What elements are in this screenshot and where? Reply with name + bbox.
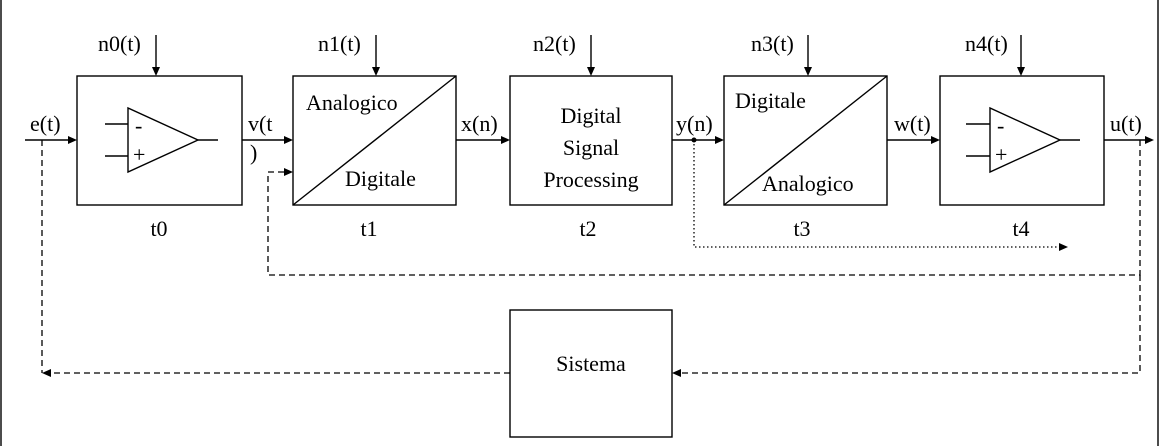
stage-label-t1: t1: [360, 216, 377, 241]
dac-diagonal: [723, 75, 888, 206]
feedback-to-system-arrow: [672, 275, 1141, 377]
stage-label-t2: t2: [579, 216, 596, 241]
adc-diagonal: [292, 75, 457, 206]
dsp-label-line1: Digital: [560, 103, 621, 128]
opamp-minus-sign: -: [997, 113, 1004, 138]
signal-v-label-cont: ): [250, 140, 257, 165]
signal-u-label: u(t): [1110, 111, 1142, 136]
dac-bottom-label: Analogico: [762, 171, 854, 196]
noise-n4-label: n4(t): [965, 31, 1008, 56]
system-block: [509, 309, 673, 438]
signal-x-arrow: [456, 136, 510, 144]
noise-n0-arrow: [152, 35, 160, 76]
noise-n2-label: n2(t): [533, 31, 576, 56]
opamp-plus-sign: +: [133, 142, 145, 167]
noise-n1-arrow: [372, 35, 380, 76]
system-label: Sistema: [556, 351, 626, 376]
stage-label-t3: t3: [793, 216, 810, 241]
adc-top-label: Analogico: [306, 90, 398, 115]
signal-x-label: x(n): [461, 111, 498, 136]
signal-v-label: v(t: [248, 111, 272, 136]
monitor-dotted-arrow: [693, 140, 1068, 251]
noise-n0-label: n0(t): [98, 31, 141, 56]
adc-bottom-label: Digitale: [345, 166, 416, 191]
noise-n1-label: n1(t): [318, 31, 361, 56]
noise-n2-arrow: [587, 35, 595, 76]
noise-n4-arrow: [1017, 35, 1025, 76]
dsp-block-t2: [509, 75, 673, 206]
dsp-label-line3: Processing: [543, 167, 638, 192]
system-to-input-arrow: [41, 140, 510, 377]
signal-w-label: w(t): [894, 111, 931, 136]
signal-e-label: e(t): [30, 111, 61, 136]
opamp-icon: [966, 106, 1080, 174]
noise-n3-label: n3(t): [751, 31, 794, 56]
signal-u-arrow: [1104, 136, 1154, 144]
opamp-plus-sign: +: [995, 142, 1007, 167]
signal-w-arrow: [887, 136, 940, 144]
dsp-label-line2: Signal: [563, 135, 619, 160]
signal-e-arrow: [25, 136, 77, 144]
signal-y-label: y(n): [676, 111, 713, 136]
dac-top-label: Digitale: [735, 88, 806, 113]
opamp-minus-sign: -: [135, 113, 142, 138]
stage-label-t4: t4: [1012, 216, 1029, 241]
noise-n3-arrow: [804, 35, 812, 76]
signal-v-arrow: [242, 136, 293, 144]
stage-label-t0: t0: [150, 216, 167, 241]
feedback-to-adc-arrow: [267, 140, 1141, 276]
opamp-icon: [105, 106, 218, 174]
signal-y-arrow: [672, 136, 724, 144]
